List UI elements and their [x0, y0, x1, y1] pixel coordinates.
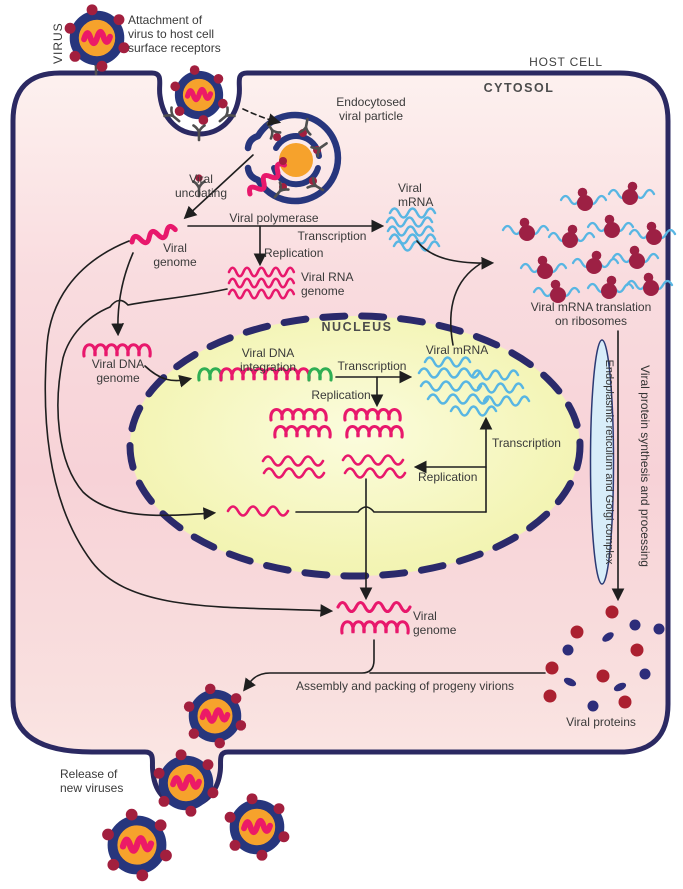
endocytosis-pit-group [163, 65, 236, 198]
viral-genome-label-1: Viral [163, 241, 187, 255]
genome-to-dna-arrow [111, 252, 134, 337]
viral-polymerase-label: Viral polymerase [229, 211, 318, 225]
attachment-label-2: virus to host cell [128, 27, 214, 41]
transcription-up-label: Transcription [492, 436, 561, 450]
release-label-1: Release of [60, 767, 118, 781]
nucleus-replication-label: Replication [311, 388, 370, 402]
host-cell-label: HOST CELL [529, 55, 603, 69]
uncoating-label-2: uncoating [175, 186, 227, 200]
replication-label-cytosol: Replication [264, 246, 323, 260]
virus-label: VIRUS [51, 22, 65, 64]
endocytosed-label-2: viral particle [339, 109, 403, 123]
transcription-label-cytosol: Transcription [298, 229, 367, 243]
er-golgi-label: Endoplasmic reticulum and Golgi complex [603, 360, 615, 565]
cytosol-pathway-group: Viral uncoating Viral genome Viral polym… [44, 154, 495, 617]
endocytosis-arrow [242, 108, 282, 126]
nucleus-transcription-label: Transcription [338, 359, 407, 373]
released-virus-icon [102, 809, 172, 882]
endocytosed-label-1: Endocytosed [336, 95, 405, 109]
attachment-label-3: surface receptors [128, 41, 221, 55]
assembly-arrow [243, 639, 375, 692]
progeny-genome-label-1: Viral [413, 609, 437, 623]
progeny-genome-label-2: genome [413, 623, 457, 637]
nucleus-mrna-export-line [450, 263, 481, 346]
viral-dna-genome-label-1: Viral DNA [92, 357, 144, 371]
virus-in-pit-icon [170, 65, 227, 125]
dna-integration-label-2: integration [240, 360, 296, 374]
viral-mrna-label-2: mRNA [398, 195, 433, 209]
viral-genome-label-2: genome [153, 255, 197, 269]
replication-left-label: Replication [418, 470, 477, 484]
virus-particle-icon [65, 4, 130, 71]
er-golgi-ellipse [589, 339, 615, 585]
viral-proteins-label: Viral proteins [566, 715, 636, 729]
nucleus-content-group: Viral DNA integration Transcription Repl… [197, 343, 561, 601]
uncoating-arrow [183, 154, 254, 220]
released-spike-dot [195, 174, 203, 182]
virus-release-group: Release of new viruses [60, 684, 289, 882]
viral-rna-genome-label-2: genome [301, 284, 345, 298]
translation-label-2: on ribosomes [555, 314, 627, 328]
vesicle-virus-core [279, 143, 313, 177]
viral-dna-genome-label-2: genome [96, 371, 140, 385]
rna-nuclear-import-curve [57, 288, 228, 520]
nucleus-mrna-label: Viral mRNA [426, 343, 488, 357]
translation-label-1: Viral mRNA translation [531, 300, 652, 314]
vesicle-membrane [244, 111, 342, 205]
release-label-2: new viruses [60, 781, 123, 795]
progeny-genome-group: Viral genome Assembly and packing of pro… [243, 600, 546, 693]
genome-end-dot [279, 157, 287, 165]
assembly-label: Assembly and packing of progeny virions [296, 679, 514, 693]
viral-proteins-cluster [543, 605, 665, 712]
mrna-to-ribosomes-arrow [416, 240, 495, 270]
genome-reuse-curve [44, 240, 334, 617]
viral-rna-genome-label-1: Viral RNA [301, 270, 353, 284]
cytosol-label: CYTOSOL [484, 81, 555, 95]
attachment-label-1: Attachment of [128, 13, 203, 27]
uncoating-label-1: Viral [189, 172, 213, 186]
endocytosed-vesicle-group: Endocytosed viral particle [242, 95, 406, 205]
dna-integration-label-1: Viral DNA [242, 346, 294, 360]
viral-mrna-label-1: Viral [398, 181, 422, 195]
er-golgi-group: Endoplasmic reticulum and Golgi complex … [589, 330, 652, 602]
virus-attachment-group: VIRUS Attachment of virus to host cell s… [51, 4, 221, 74]
released-virus-icon [225, 793, 290, 860]
nucleus-label: NUCLEUS [322, 320, 393, 334]
dna-integration-arrow [144, 365, 193, 388]
protein-synthesis-label: Viral protein synthesis and processing [638, 365, 652, 567]
